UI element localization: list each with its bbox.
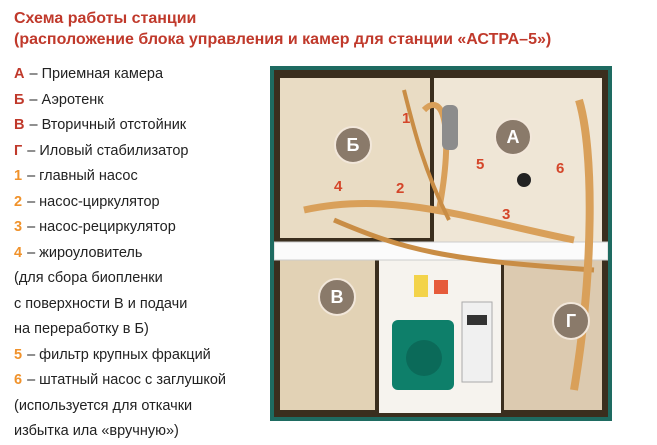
legend-key: Г xyxy=(14,142,23,159)
legend-text: – Иловый стабилизатор xyxy=(27,142,189,159)
legend-text: – насос-циркулятор xyxy=(27,193,160,210)
legend-item: 2– насос-циркулятор xyxy=(14,190,264,216)
legend-key: 6 xyxy=(14,372,23,388)
legend-subtext: избытка ила «вручную») xyxy=(14,423,179,439)
legend-text: – фильтр крупных фракций xyxy=(27,346,211,363)
legend-subtext: на переработку в Б) xyxy=(14,321,149,337)
label-recirculator-pump: 3 xyxy=(502,206,511,223)
station-photo: Б А В Г 1 2 3 4 5 6 xyxy=(270,66,612,421)
legend-item: А– Приемная камера xyxy=(14,62,264,88)
control-box xyxy=(461,301,493,383)
badge-chamber-v: В xyxy=(318,278,356,316)
chamber-a-area xyxy=(434,78,602,248)
label-standard-pump: 6 xyxy=(556,160,565,177)
label-grease-trap: 4 xyxy=(334,178,343,195)
legend-item: Б– Аэротенк xyxy=(14,88,264,114)
legend-text: – насос-рециркулятор xyxy=(27,219,176,235)
legend-text: – штатный насос с заглушкой xyxy=(27,372,227,388)
legend-item: 5– фильтр крупных фракций xyxy=(14,343,264,369)
legend-item: 4– жироуловитель xyxy=(14,241,264,267)
legend-item: 6– штатный насос с заглушкой xyxy=(14,368,264,394)
legend-subtext: с поверхности В и подачи xyxy=(14,295,188,312)
legend-text: – главный насос xyxy=(27,168,138,184)
legend-key: Б xyxy=(14,91,25,108)
legend-item: 3– насос-рециркулятор xyxy=(14,215,264,241)
legend-text: – Приемная камера xyxy=(29,66,164,82)
legend-key: 3 xyxy=(14,219,23,235)
legend-text: – жироуловитель xyxy=(27,244,143,261)
badge-chamber-a: А xyxy=(494,118,532,156)
title-line-1: Схема работы станции xyxy=(14,10,197,27)
badge-chamber-g: Г xyxy=(552,302,590,340)
legend-key: 4 xyxy=(14,244,23,261)
legend-text: – Аэротенк xyxy=(29,91,104,108)
legend-key: В xyxy=(14,117,25,133)
legend-item: Г– Иловый стабилизатор xyxy=(14,139,264,165)
legend-subtext: (используется для откачки xyxy=(14,397,193,414)
legend-key: 5 xyxy=(14,346,23,363)
diagram-title: Схема работы станции (расположение блока… xyxy=(14,8,634,50)
title-line-2: (расположение блока управления и камер д… xyxy=(14,31,552,48)
legend-key: 2 xyxy=(14,193,23,210)
label-main-pump: 1 xyxy=(402,110,411,127)
station-illustration xyxy=(274,70,608,417)
legend-key: 1 xyxy=(14,168,23,184)
legend-text: – Вторичный отстойник xyxy=(29,117,187,133)
legend-item: В– Вторичный отстойник xyxy=(14,113,264,139)
legend-item: 1– главный насос xyxy=(14,164,264,190)
label-circulator-pump: 2 xyxy=(396,180,405,197)
legend-subtext: (для сбора биопленки xyxy=(14,270,163,286)
legend-key: А xyxy=(14,66,25,82)
label-coarse-filter: 5 xyxy=(476,156,485,173)
badge-chamber-b: Б xyxy=(334,126,372,164)
